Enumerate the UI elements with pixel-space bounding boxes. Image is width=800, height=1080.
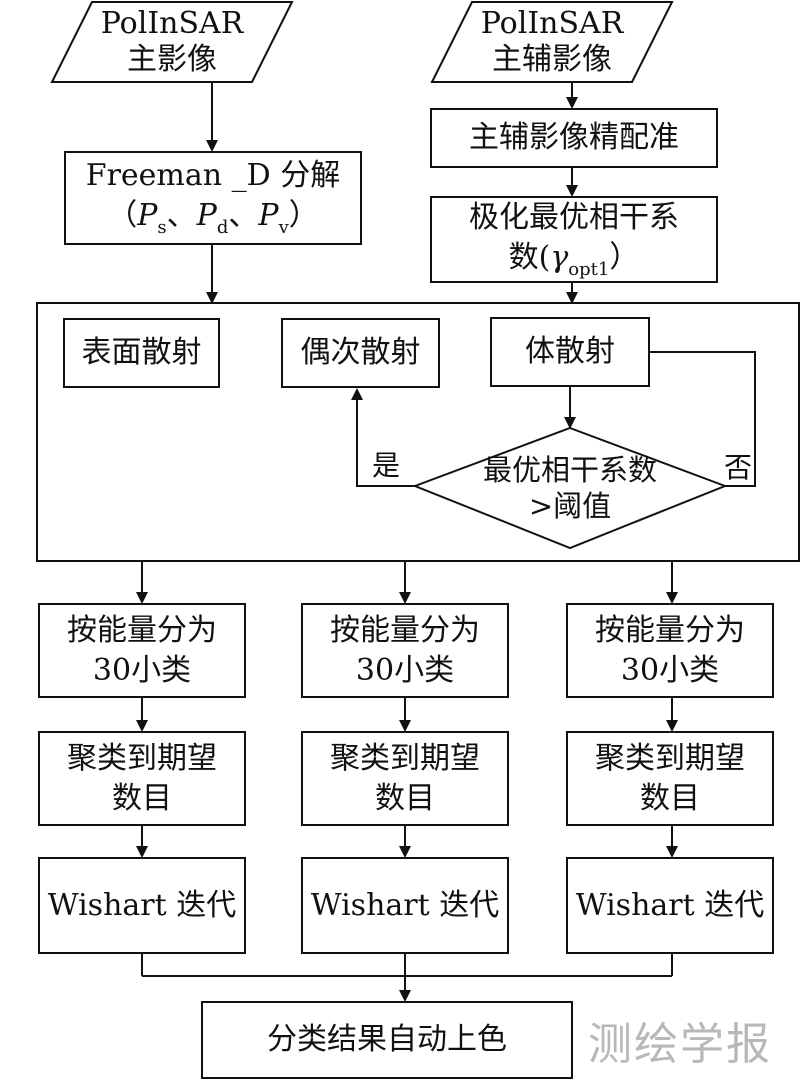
freeman-title: Freeman _D 分解 [85,158,341,193]
wishart-label: Wishart 迭代 [575,887,765,923]
surface-scattering-label: 表面散射 [81,335,202,370]
scattering-container [36,302,800,562]
input-right-line1: PolInSAR [480,6,624,41]
freeman-decomposition-box: Freeman _D 分解 （Ps、Pd、Pv） [64,151,362,245]
freeman-components: （Ps、Pd、Pv） [107,196,319,240]
cluster-line2: 数目 [375,780,435,816]
cluster-line1: 聚类到期望 [595,740,745,776]
sub-d: d [216,217,229,238]
decision-line1: 最优相干系数 [482,453,657,487]
energy-split-box-3: 按能量分为 30小类 [566,603,774,698]
p-symbol: P [137,198,158,233]
energy-split-box-2: 按能量分为 30小类 [301,603,509,698]
decision-line2: >阈值 [528,489,612,523]
input-left-line1: PolInSAR [100,6,244,41]
no-label: 否 [724,451,753,484]
volume-scattering-box: 体散射 [490,317,650,387]
cluster-box-2: 聚类到期望 数目 [301,731,509,826]
coherence-suffix: ） [609,239,640,275]
energy-split-line2: 30小类 [620,652,720,688]
coherence-prefix: 数( [508,239,551,275]
sub-v: v [278,217,289,238]
cluster-line2: 数目 [640,780,700,816]
energy-split-box-1: 按能量分为 30小类 [38,603,246,698]
decision-diamond [412,426,728,550]
double-bounce-box: 偶次散射 [281,318,440,388]
final-coloring-box: 分类结果自动上色 [201,1001,573,1079]
input-left-line2: 主影像 [127,42,217,77]
wishart-label: Wishart 迭代 [310,887,500,923]
wishart-box-1: Wishart 迭代 [38,857,246,954]
cluster-box-3: 聚类到期望 数目 [566,731,774,826]
coherence-line1: 极化最优相干系 [469,199,679,235]
yes-label: 是 [372,449,401,482]
wishart-box-3: Wishart 迭代 [566,857,774,954]
paren-open: （ [107,198,138,233]
p-symbol: P [258,198,279,233]
journal-watermark: 测绘学报 [588,1019,772,1070]
final-label: 分类结果自动上色 [267,1022,507,1057]
coherence-line2: 数(γopt1） [509,238,640,282]
gamma-symbol: γ [550,239,569,275]
input-right: PolInSAR 主辅影像 [432,2,672,82]
cluster-box-1: 聚类到期望 数目 [38,731,246,826]
paren-close: ） [288,198,319,233]
energy-split-line1: 按能量分为 [67,612,217,648]
cluster-line1: 聚类到期望 [67,740,217,776]
input-left: PolInSAR 主影像 [52,2,292,82]
input-left-shape [50,1,294,83]
p-symbol: P [196,198,217,233]
surface-scattering-box: 表面散射 [63,318,220,388]
volume-scattering-label: 体散射 [525,334,615,369]
separator: 、 [228,198,259,233]
sub-s: s [157,217,167,238]
cluster-line1: 聚类到期望 [330,740,480,776]
wishart-label: Wishart 迭代 [47,887,237,923]
separator: 、 [166,198,197,233]
coregistration-box: 主辅影像精配准 [430,108,718,168]
energy-split-line2: 30小类 [355,652,455,688]
optimal-coherence-box: 极化最优相干系 数(γopt1） [430,196,718,283]
cluster-line2: 数目 [112,780,172,816]
input-right-shape [430,1,674,83]
energy-split-line1: 按能量分为 [595,612,745,648]
energy-split-line2: 30小类 [92,652,192,688]
gamma-subscript: opt1 [568,258,610,280]
coregistration-label: 主辅影像精配准 [469,120,679,155]
wishart-box-2: Wishart 迭代 [301,857,509,954]
input-right-line2: 主辅影像 [492,42,612,77]
energy-split-line1: 按能量分为 [330,612,480,648]
decision-text: 最优相干系数 >阈值 [455,452,685,524]
double-bounce-label: 偶次散射 [300,335,421,370]
